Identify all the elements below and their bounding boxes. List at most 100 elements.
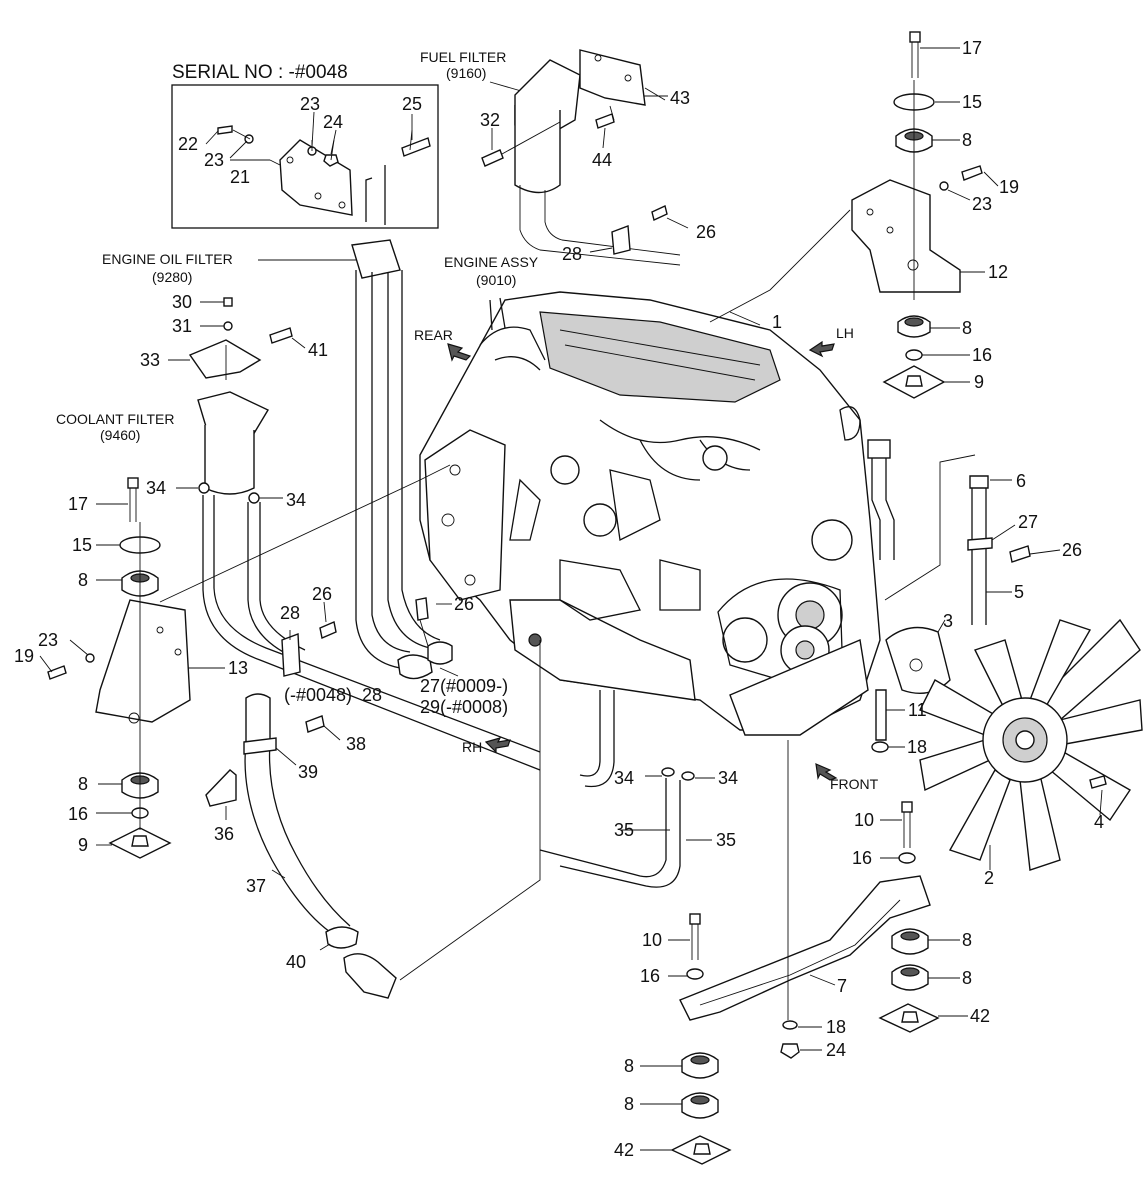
coolant-bracket-33 (188, 339, 262, 379)
callout-37: 37 (246, 876, 266, 896)
callout-19-b: 19 (14, 646, 34, 666)
callout-18-b: 18 (826, 1017, 846, 1037)
washer-23-right (939, 181, 949, 191)
callout-33: 33 (140, 350, 160, 370)
bolt-41 (269, 327, 293, 344)
coolant-filter-canister (204, 425, 255, 495)
callout-25: 25 (402, 94, 422, 114)
front-mount-plate (729, 639, 869, 736)
callout-39: 39 (298, 762, 318, 782)
fan-assy (871, 618, 1143, 871)
callout-8-b: 8 (962, 318, 972, 338)
front-label: FRONT (830, 776, 879, 792)
callout-12: 12 (988, 262, 1008, 282)
callout-42-b: 42 (614, 1140, 634, 1160)
callout-30: 30 (172, 292, 192, 312)
washer-23-left-mount (85, 653, 95, 663)
rh-arrow (484, 737, 511, 754)
lh-arrow (808, 340, 835, 358)
callout-9-a: 9 (974, 372, 984, 392)
callout-27: 27 (1018, 512, 1038, 532)
callout-41: 41 (308, 340, 328, 360)
callout-34-d: 34 (718, 768, 738, 788)
serial-box: SERIAL NO : -#0048 (171, 62, 439, 229)
bolt-22 (217, 125, 233, 135)
bolt-30 (223, 297, 233, 307)
callout-17-b: 17 (68, 494, 88, 514)
washer-31 (223, 321, 233, 331)
callout-16-b: 16 (68, 804, 88, 824)
engine-oil-filter-label: ENGINE OIL FILTER (102, 251, 233, 267)
fitting-27-29 (427, 641, 453, 665)
callout-22: 22 (178, 134, 198, 154)
bolt-25 (401, 137, 431, 157)
nut-24 (323, 154, 339, 167)
callout-9-b: 9 (78, 835, 88, 855)
callout-8-d: 8 (78, 774, 88, 794)
callout-21: 21 (230, 167, 250, 187)
clamp-28-top (611, 225, 631, 255)
rocker-cover (539, 311, 781, 403)
callout-42-a: 42 (970, 1006, 990, 1026)
coolant-pipes-lower (397, 597, 695, 888)
rh-label: RH (462, 739, 482, 755)
callout-24-b: 24 (826, 1040, 846, 1060)
fuel-filter-group: FUEL FILTER (9160) (420, 49, 681, 266)
fuel-filter-code: (9160) (446, 65, 486, 81)
bracket-36 (205, 769, 237, 807)
front-arrow (815, 763, 838, 781)
clamp-34-leftb (248, 492, 260, 504)
cap-6 (969, 475, 989, 489)
callout-8-g: 8 (624, 1056, 634, 1076)
callout-8-e: 8 (962, 930, 972, 950)
clamp-40 (325, 926, 359, 949)
front-crossmember (670, 740, 940, 1165)
callout-23-a: 23 (300, 94, 320, 114)
callout-17-a: 17 (962, 38, 982, 58)
flywheel-housing (424, 429, 506, 601)
callout-26-c: 26 (312, 584, 332, 604)
clamp-34-d (681, 771, 695, 781)
oil-pan (509, 599, 696, 701)
callout-28-b: 28 (280, 603, 300, 623)
callout-26-b: 26 (1062, 540, 1082, 560)
washer-18-crossmember (782, 1020, 798, 1030)
washer-16-right (905, 349, 923, 361)
callout-13: 13 (228, 658, 248, 678)
callout-24-a: 24 (323, 112, 343, 132)
coolant-filter-label: COOLANT FILTER (56, 411, 175, 427)
drain-tube-right (884, 454, 1031, 625)
fitting-28-lower (397, 654, 433, 680)
rear-mount-right (851, 31, 983, 399)
callout-15-b: 15 (72, 535, 92, 555)
bolt-4 (1089, 775, 1107, 789)
bolt-10-right (901, 801, 913, 813)
bolt-44 (595, 113, 615, 129)
bolt-10-left (689, 913, 701, 925)
serial-note-1: (-#0048) (284, 685, 352, 705)
callout-36: 36 (214, 824, 234, 844)
callout-34-b: 34 (286, 490, 306, 510)
fan-spacer-3 (885, 626, 951, 694)
bolt-38 (305, 715, 325, 733)
callout-numbers: 1 2 3 4 5 6 7 8 8 8 8 8 8 8 8 9 9 10 10 … (14, 38, 1104, 1160)
callout-8-f: 8 (962, 968, 972, 988)
callout-8-a: 8 (962, 130, 972, 150)
callout-10-a: 10 (854, 810, 874, 830)
coolant-filter-group: COOLANT FILTER (9460) (56, 297, 541, 771)
callout-16-d: 16 (640, 966, 660, 986)
callout-31: 31 (172, 316, 192, 336)
callout-16-c: 16 (852, 848, 872, 868)
serial-notes: (-#0048) 27(#0009-) 29(-#0008) (284, 676, 508, 717)
idler-pulley (722, 617, 768, 663)
left-mount (47, 477, 191, 859)
bolt-19-left (47, 665, 67, 680)
washer-16-crossmember-r (898, 852, 916, 864)
clamp-27-right (967, 537, 993, 551)
fuel-filter-bracket-43 (579, 49, 646, 106)
callout-23-d: 23 (38, 630, 58, 650)
oil-filter-pipes: ENGINE OIL FILTER (9280) (102, 165, 441, 669)
bolt-19-right (961, 165, 983, 181)
